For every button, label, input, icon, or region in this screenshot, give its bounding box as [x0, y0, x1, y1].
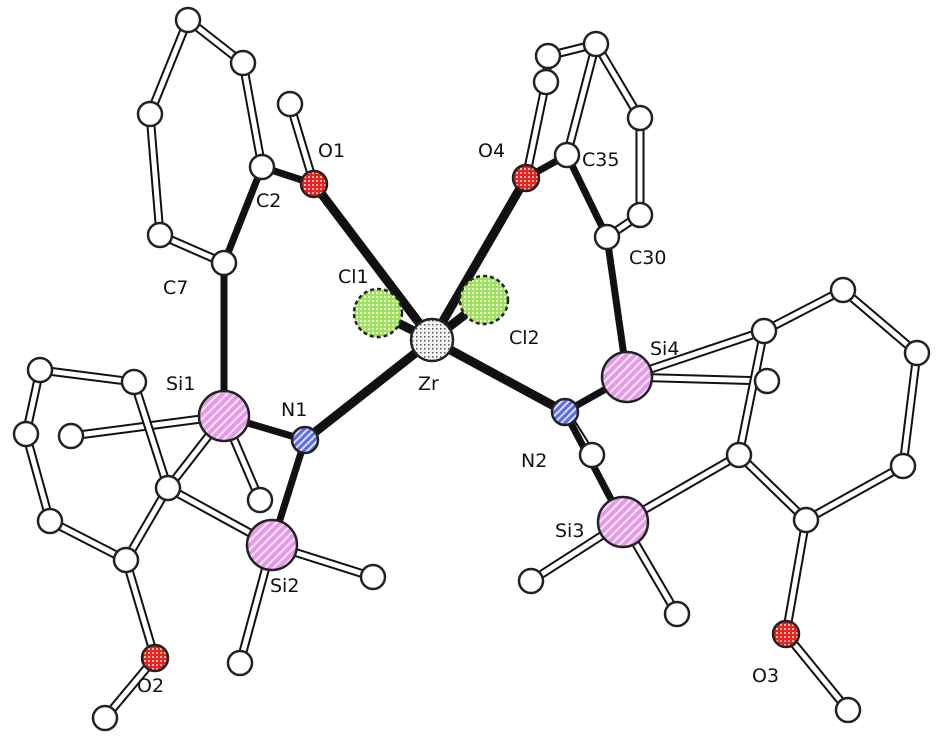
atom-mea [57, 422, 85, 450]
bond-r2a-r2b-core [593, 41, 643, 121]
atom-d2 [750, 317, 778, 345]
bond-b6-b1-core [123, 485, 171, 563]
label-cl1: Cl1 [338, 266, 369, 288]
atom-d5 [889, 452, 917, 480]
atom-b1 [154, 474, 182, 502]
bond-o3-ome3-core [783, 631, 851, 713]
bond-r1c-r1d-core [147, 111, 163, 238]
atom-r2a [582, 30, 610, 58]
label-layer: O1 C2 C7 Cl1 O4 C35 C30 Cl2 Zr Si1 N1 Si… [137, 140, 779, 697]
atom-d6 [792, 506, 820, 534]
atom-o2 [140, 643, 170, 673]
atom-me2b [226, 649, 254, 677]
atom-b3 [26, 356, 54, 384]
bond-b5-b6-core [47, 518, 129, 563]
label-o1: O1 [318, 140, 345, 162]
atom-r1a [229, 49, 257, 77]
bond-d2-d3-core [761, 287, 846, 334]
atom-c7 [210, 249, 238, 277]
atom-men2 [578, 441, 606, 469]
atom-b2 [120, 368, 148, 396]
atom-o4 [511, 163, 541, 193]
label-o4: O4 [478, 140, 505, 162]
atom-h4 [532, 68, 560, 96]
bond-d6-o3-core [783, 517, 809, 637]
label-n2: N2 [521, 450, 547, 472]
label-o3: O3 [752, 665, 779, 687]
label-si1: Si1 [166, 373, 195, 395]
atom-c2 [248, 153, 276, 181]
bond-c35-c30 [563, 151, 611, 241]
atom-b6 [112, 546, 140, 574]
atom-si4 [600, 350, 654, 404]
bond-d1-d2-core [736, 328, 767, 458]
atom-r1d [146, 221, 174, 249]
bond-layer [21, 15, 922, 723]
atom-d3 [829, 276, 857, 304]
label-c30: C30 [629, 247, 666, 269]
atom-me3b [663, 600, 691, 628]
atom-o3 [771, 619, 801, 649]
atom-d1 [725, 441, 753, 469]
atom-c30 [593, 223, 621, 251]
atom-ome2 [91, 704, 119, 732]
bond-b2-b3-core [37, 367, 137, 385]
atom-layer [12, 6, 931, 732]
atom-n1 [290, 425, 320, 455]
atom-si1c [246, 486, 274, 514]
bond-c2-c7 [220, 163, 266, 267]
atom-me3a [517, 567, 545, 595]
bond-zr-n1 [300, 335, 437, 445]
label-n1: N1 [281, 399, 307, 421]
atom-me4a [753, 367, 781, 395]
bond-zr-n2 [427, 335, 570, 417]
atom-b5 [36, 507, 64, 535]
atom-r2c [626, 201, 654, 229]
bond-b4-b5-core [23, 431, 53, 524]
bond-d6-d1-core [736, 452, 809, 523]
bond-r1b-r1c-core [147, 17, 191, 117]
label-c7: C7 [163, 277, 188, 299]
atom-ome3 [834, 696, 862, 724]
label-zr: Zr [418, 373, 439, 395]
label-si2: Si2 [270, 575, 299, 597]
bond-zr-o4 [427, 173, 531, 345]
atom-r1c [136, 100, 164, 128]
label-si3: Si3 [555, 520, 584, 542]
atom-d4 [903, 339, 931, 367]
bond-d5-d6-core [803, 463, 906, 523]
atom-si3 [596, 495, 650, 549]
atom-r2d [534, 42, 562, 70]
atom-si1 [197, 389, 251, 443]
label-cl2: Cl2 [509, 327, 540, 349]
label-c35: C35 [582, 149, 619, 171]
bond-d3-d4-core [840, 287, 920, 356]
bond-c2-r1a-core [240, 60, 265, 170]
label-si4: Si4 [650, 338, 679, 360]
bond-b6-o2-core [123, 557, 158, 661]
atom-si2 [245, 518, 299, 572]
atom-me2a [359, 563, 387, 591]
label-o2: O2 [137, 675, 164, 697]
atom-zr [409, 317, 455, 363]
atom-cl2 [458, 274, 510, 326]
bond-c35-r2a-core [564, 41, 599, 158]
bond-b1-b2-core [131, 379, 171, 491]
bond-o4-h4-core [523, 79, 549, 181]
label-c2: C2 [256, 190, 281, 212]
atom-c35 [553, 141, 581, 169]
bond-zr-o1 [309, 179, 437, 345]
atom-r1b [174, 6, 202, 34]
atom-h1 [276, 90, 304, 118]
atom-n2 [550, 397, 580, 427]
atom-cl1 [352, 287, 404, 339]
bond-d4-d5-core [900, 350, 920, 469]
atom-b4 [12, 420, 40, 448]
atom-o1 [299, 169, 329, 199]
atom-r2b [626, 104, 654, 132]
